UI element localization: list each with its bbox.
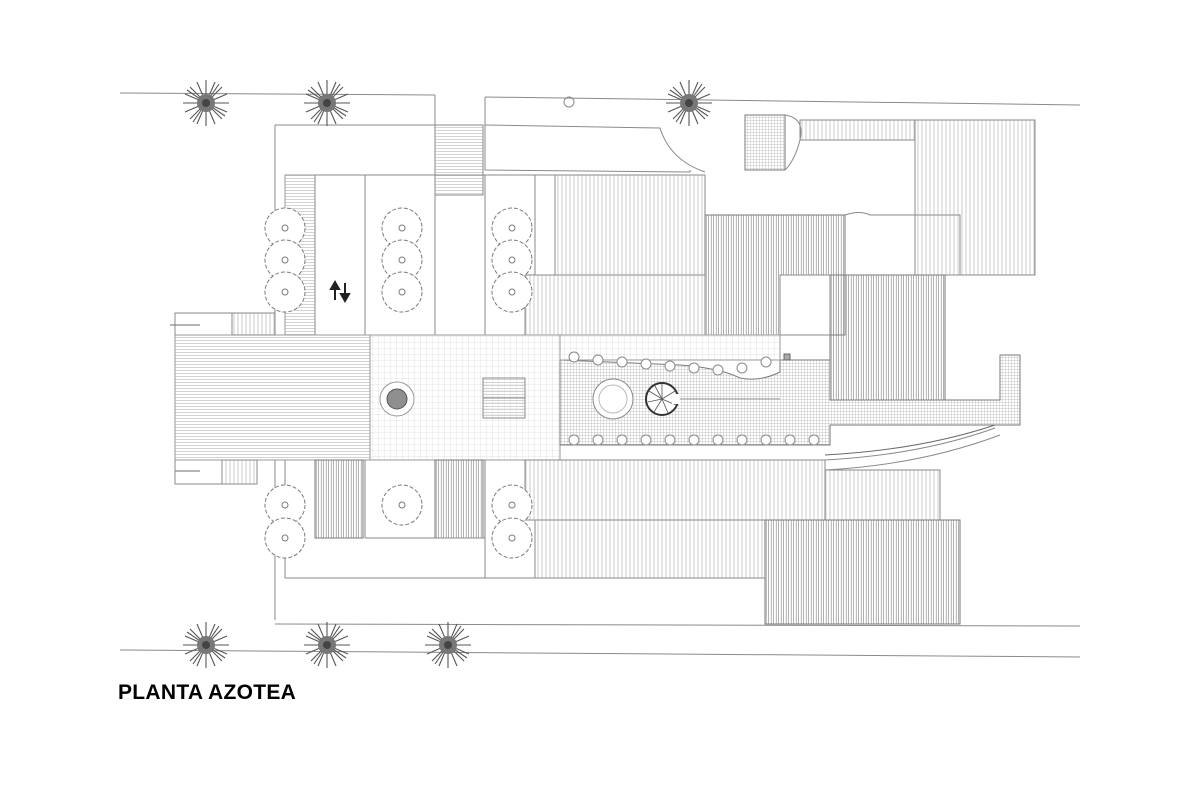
west-steps	[170, 312, 276, 485]
central-promenade	[174, 334, 1021, 471]
circular-column-icon	[592, 378, 634, 420]
drawing-title: PLANTA AZOTEA	[118, 681, 297, 704]
column-rows	[568, 351, 820, 446]
round-fountain	[379, 381, 415, 417]
skylight-square	[482, 377, 526, 419]
small-vent	[783, 353, 791, 361]
north-east-block	[484, 96, 1036, 401]
spiral-stair-icon	[645, 382, 780, 416]
south-block	[274, 459, 961, 625]
up-down-arrows-icon	[329, 279, 351, 304]
street-edge-lines	[119, 92, 1081, 658]
